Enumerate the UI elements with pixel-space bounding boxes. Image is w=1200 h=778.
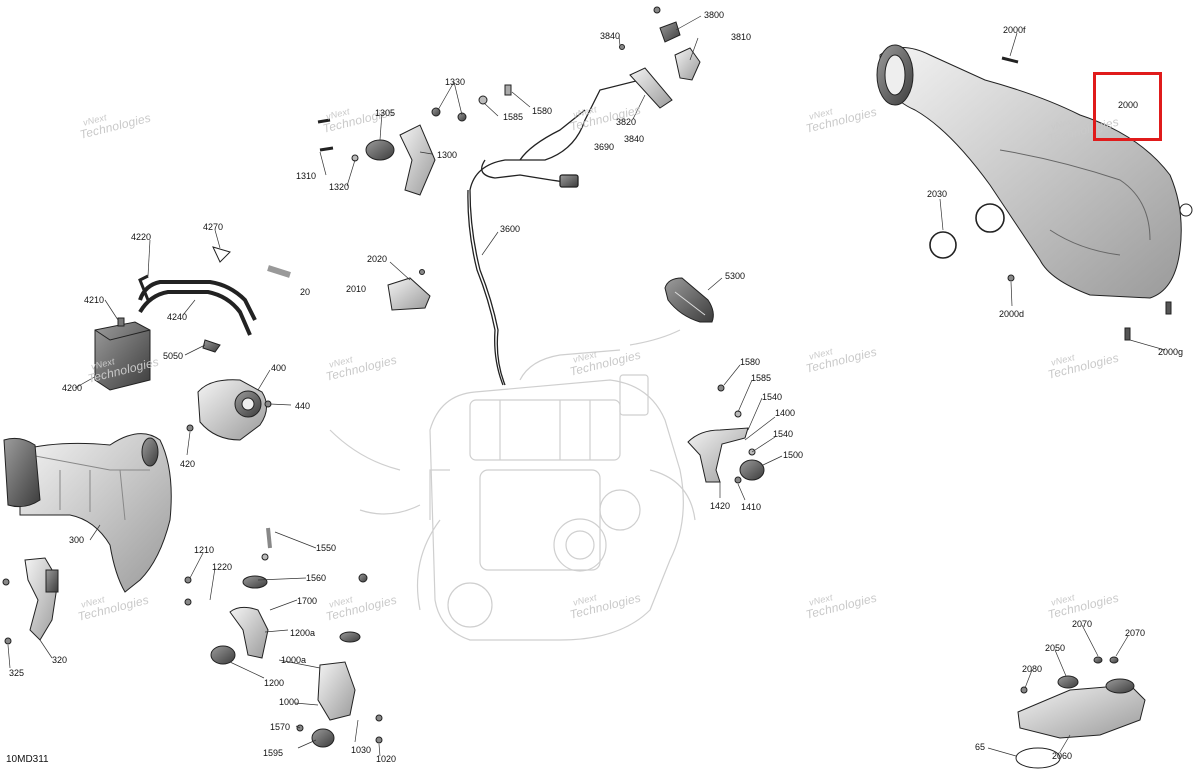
callout-label[interactable]: 440	[295, 401, 311, 411]
engine-ghost-outline	[329, 329, 696, 641]
callout-label[interactable]: 1020	[376, 754, 397, 764]
callout-label[interactable]: 1585	[751, 373, 772, 383]
callout-label[interactable]: 3840	[600, 31, 621, 41]
callout-label[interactable]: 1320	[329, 182, 350, 192]
callout-label[interactable]: 20	[300, 287, 311, 297]
callout-label[interactable]: 3840	[624, 134, 645, 144]
callout-label[interactable]: 1400	[775, 408, 796, 418]
callout-label[interactable]: 2000d	[999, 309, 1025, 319]
callout-label[interactable]: 3800	[704, 10, 725, 20]
callout-label[interactable]: 2070	[1072, 619, 1093, 629]
callout-label[interactable]: 4200	[62, 383, 83, 393]
callout-label[interactable]: 1410	[741, 502, 762, 512]
callout-label[interactable]: 1000a	[281, 655, 307, 665]
callout-label[interactable]: 1220	[212, 562, 233, 572]
shroud-300	[3, 433, 172, 593]
selected-part-highlight[interactable]	[1093, 72, 1162, 141]
callout-label[interactable]: 5050	[163, 351, 184, 361]
callout-label[interactable]: 325	[9, 668, 25, 678]
bracket-1300	[317, 84, 512, 196]
mount-1000	[296, 661, 383, 748]
callout-label[interactable]: 2000g	[1158, 347, 1184, 357]
callout-label[interactable]: 3820	[616, 117, 637, 127]
callout-label[interactable]: 1570	[270, 722, 291, 732]
callout-label[interactable]: 2050	[1045, 643, 1066, 653]
callout-label[interactable]: 2060	[1052, 751, 1073, 761]
callout-label[interactable]: 2010	[346, 284, 367, 294]
callout-label[interactable]: 2030	[927, 189, 948, 199]
guard-5300	[664, 277, 714, 323]
callout-label[interactable]: 1585	[503, 112, 524, 122]
callout-label[interactable]: 2000	[1118, 100, 1139, 110]
callout-label[interactable]: 3690	[594, 142, 615, 152]
callout-label[interactable]: 1595	[263, 748, 284, 758]
callout-label[interactable]: 1580	[532, 106, 553, 116]
bracket-320	[2, 557, 59, 645]
callout-label[interactable]: 1030	[351, 745, 372, 755]
callout-label[interactable]: 3810	[731, 32, 752, 42]
callout-label[interactable]: 1550	[316, 543, 337, 553]
callout-label[interactable]: 2000f	[1003, 25, 1026, 35]
air-intake-2000	[876, 44, 1193, 341]
callout-label[interactable]: 1540	[762, 392, 783, 402]
callout-label[interactable]: 1210	[194, 545, 215, 555]
callout-label[interactable]: 1560	[306, 573, 327, 583]
plate-2060	[1015, 656, 1146, 769]
callout-label[interactable]: 420	[180, 459, 196, 469]
callout-label[interactable]: 300	[69, 535, 85, 545]
callout-label[interactable]: 4220	[131, 232, 152, 242]
leader-lines	[7, 15, 1166, 757]
callout-label[interactable]: 5300	[725, 271, 746, 281]
callout-label[interactable]: 320	[52, 655, 68, 665]
callout-label[interactable]: 3600	[500, 224, 521, 234]
callout-label[interactable]: 1000	[279, 697, 300, 707]
coil-pack-4200	[94, 246, 291, 391]
callout-label[interactable]: 1500	[783, 450, 804, 460]
diagram-reference-code: 10MD311	[6, 754, 49, 765]
callout-label[interactable]: 1330	[445, 77, 466, 87]
callout-label[interactable]: 1305	[375, 108, 396, 118]
callout-label[interactable]: 2020	[367, 254, 388, 264]
callout-label[interactable]: 1310	[296, 171, 317, 181]
wiring-harness-3600	[467, 79, 641, 386]
callout-label[interactable]: 65	[975, 742, 986, 752]
mount-1200	[184, 527, 368, 665]
callout-label[interactable]: 400	[271, 363, 287, 373]
callout-label[interactable]: 4270	[203, 222, 224, 232]
callout-label[interactable]: 4240	[167, 312, 188, 322]
callout-label[interactable]: 4210	[84, 295, 105, 305]
mount-2010	[387, 269, 431, 311]
callout-label[interactable]: 1420	[710, 501, 731, 511]
bracket-3820	[619, 6, 701, 109]
callout-label[interactable]: 2070	[1125, 628, 1146, 638]
callout-label[interactable]: 2080	[1022, 664, 1043, 674]
callout-label[interactable]: 1580	[740, 357, 761, 367]
callout-label[interactable]: 1540	[773, 429, 794, 439]
callout-label[interactable]: 1200a	[290, 628, 316, 638]
throttle-body-400	[186, 379, 272, 441]
callout-label[interactable]: 1300	[437, 150, 458, 160]
callout-label[interactable]: 1200	[264, 678, 285, 688]
callout-label[interactable]: 1700	[297, 596, 318, 606]
